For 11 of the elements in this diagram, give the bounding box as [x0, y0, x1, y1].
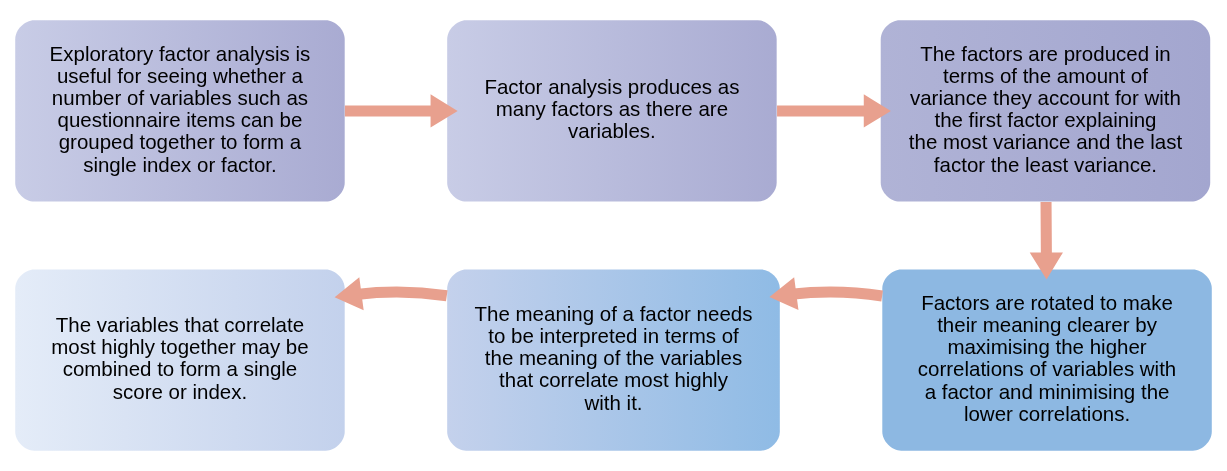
node-box: Factors are rotated to make their meaning clearer by maximising the higher correlations of variables with a factor and minimising the lower correlations. [882, 269, 1212, 451]
node-box: The variables that correlate most highly together may be combined to form a single score or index. [15, 269, 345, 451]
arrow [769, 277, 883, 311]
arrow [344, 94, 458, 128]
arrow [777, 94, 891, 128]
node-box: The meaning of a factor needs to be interpreted in terms of the meaning of the variables that correlate most highly with it. [447, 269, 780, 451]
arrow [1029, 201, 1063, 280]
node-box: Exploratory factor analysis is useful for seeing whether a number of variables such as questionnaire items can be grouped together to form a single index or factor. [15, 20, 345, 202]
arrow [334, 277, 448, 311]
node-box: Factor analysis produces as many factors as there are variables. [447, 20, 777, 202]
node-box: The factors are produced in terms of the amount of variance they account for with the first factor explaining the most variance and the last factor the least variance. [880, 20, 1211, 202]
